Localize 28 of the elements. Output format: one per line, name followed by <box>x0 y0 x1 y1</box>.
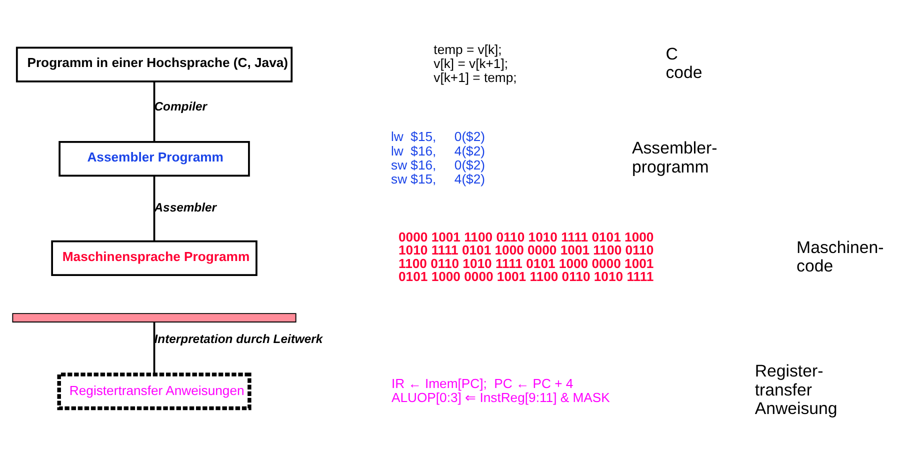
label: Register- transfer Anweisung <box>754 361 838 418</box>
edge-label: Compiler <box>154 98 208 113</box>
node-box: Maschinensprache Programm <box>51 240 258 276</box>
label: lw $16, 4($2) <box>391 142 486 158</box>
edge-label: Interpretation durch Leitwerk <box>154 331 323 346</box>
label: sw $16, 0($2) <box>391 156 486 172</box>
edge-label: Assembler <box>154 200 217 214</box>
label: 0101 1000 0000 1001 1100 0110 1010 1111 <box>398 268 654 284</box>
label: 0000 1001 1100 0110 1010 1111 0101 1000 <box>398 229 654 244</box>
connector <box>153 81 156 142</box>
label: v[k+1] = temp; <box>434 70 517 85</box>
connector <box>153 322 156 374</box>
node-box: Programm in einer Hochsprache (C, Java) <box>16 46 293 82</box>
label: ALUOP[0:3] ⇐ InstReg[9:11] & MASK <box>391 389 610 404</box>
label: C code <box>666 44 702 82</box>
node-bar <box>12 312 296 322</box>
label: 1100 0110 1010 1111 0101 1000 0000 1001 <box>398 255 654 270</box>
node-box: Assembler Programm <box>58 140 250 176</box>
connector <box>153 175 156 241</box>
label: Assembler- programm <box>632 138 718 176</box>
label: lw $15, 0($2) <box>391 128 486 144</box>
label: temp = v[k]; <box>434 42 502 57</box>
label: v[k] = v[k+1]; <box>434 56 508 71</box>
node-box: Registertransfer Anweisungen <box>57 372 252 410</box>
label: 1010 1111 0101 1000 0000 1001 1100 0110 <box>398 242 654 258</box>
label: sw $15, 4($2) <box>391 170 486 186</box>
label: Maschinen- code <box>796 237 884 276</box>
label: IR ← Imem[PC]; PC ← PC + 4 <box>391 375 574 390</box>
